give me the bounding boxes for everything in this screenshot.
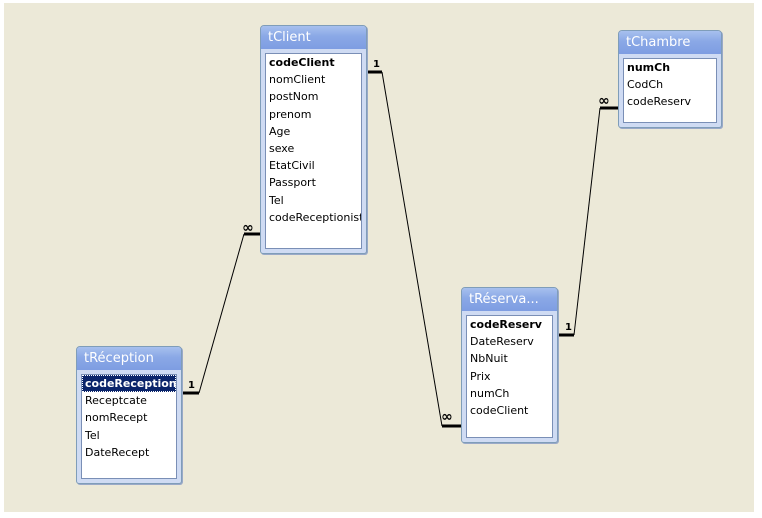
field-item[interactable]: DateReserv bbox=[470, 335, 534, 349]
field-primary-key[interactable]: numCh bbox=[627, 61, 671, 74]
table-title[interactable]: tChambre bbox=[619, 31, 721, 54]
field-item[interactable]: Passport bbox=[269, 176, 316, 190]
field-item[interactable]: CodCh bbox=[627, 78, 664, 92]
table-title[interactable]: tClient bbox=[261, 26, 366, 49]
field-list[interactable]: codeClient nomClient postNom prenom Age … bbox=[265, 53, 362, 249]
cardinality-many: ∞ bbox=[598, 93, 610, 109]
cardinality-one: 1 bbox=[565, 322, 572, 333]
field-item[interactable]: NbNuit bbox=[470, 352, 508, 366]
relationship-client-reservation[interactable]: 1 ∞ bbox=[366, 59, 462, 428]
field-item[interactable]: sexe bbox=[269, 141, 295, 155]
table-title[interactable]: tRéserva... bbox=[462, 288, 557, 311]
field-primary-key[interactable]: codeClient bbox=[269, 56, 335, 69]
field-item[interactable]: numCh bbox=[470, 386, 510, 400]
field-item[interactable]: Prix bbox=[470, 369, 491, 383]
field-list[interactable]: codeReceptionist Receptcate nomRecept Te… bbox=[81, 374, 177, 479]
field-item[interactable]: EtatCivil bbox=[269, 159, 315, 173]
field-item[interactable]: Receptcate bbox=[85, 394, 147, 408]
field-item[interactable]: postNom bbox=[269, 90, 319, 104]
table-treservation[interactable]: tRéserva... codeReserv DateReserv NbNuit… bbox=[461, 287, 558, 443]
relationship-reception-client[interactable]: 1 ∞ bbox=[182, 220, 260, 395]
field-item[interactable]: prenom bbox=[269, 107, 312, 121]
field-list[interactable]: codeReserv DateReserv NbNuit Prix numCh … bbox=[466, 315, 553, 438]
cardinality-many: ∞ bbox=[441, 409, 453, 425]
relationship-reservation-chambre[interactable]: 1 ∞ bbox=[556, 93, 618, 337]
field-item[interactable]: Tel bbox=[85, 428, 100, 442]
field-item[interactable]: codeReceptionist bbox=[269, 210, 362, 224]
field-item[interactable]: nomRecept bbox=[85, 411, 148, 425]
table-tclient[interactable]: tClient codeClient nomClient postNom pre… bbox=[260, 25, 367, 254]
cardinality-one: 1 bbox=[373, 59, 380, 70]
field-item[interactable]: codeClient bbox=[470, 403, 529, 417]
field-item[interactable]: nomClient bbox=[269, 73, 326, 87]
field-item[interactable]: DateRecept bbox=[85, 445, 150, 459]
table-title[interactable]: tRéception bbox=[77, 347, 181, 370]
table-tchambre[interactable]: tChambre numCh CodCh codeReserv bbox=[618, 30, 722, 128]
field-primary-key[interactable]: codeReserv bbox=[470, 318, 542, 331]
field-primary-key-selected[interactable]: codeReceptionist bbox=[82, 375, 176, 393]
field-item[interactable]: Age bbox=[269, 124, 291, 138]
cardinality-one: 1 bbox=[188, 380, 195, 391]
table-treception[interactable]: tRéception codeReceptionist Receptcate n… bbox=[76, 346, 182, 484]
field-item[interactable]: Tel bbox=[269, 193, 284, 207]
cardinality-many: ∞ bbox=[242, 220, 254, 236]
field-list[interactable]: numCh CodCh codeReserv bbox=[623, 58, 717, 123]
field-item[interactable]: codeReserv bbox=[627, 95, 691, 109]
